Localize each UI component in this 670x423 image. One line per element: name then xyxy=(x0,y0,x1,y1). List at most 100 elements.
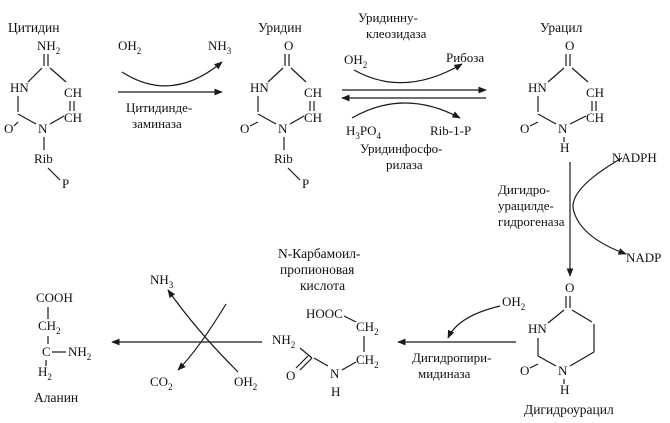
cofactor-curve-arrow xyxy=(167,289,239,373)
alanine-label: Аланин xyxy=(34,390,78,405)
bond xyxy=(571,67,589,83)
uridine-structure: Уридин O HN CH CH O N Rib P xyxy=(240,20,322,191)
water-in: OH2 xyxy=(502,294,525,312)
atom-ch: CH xyxy=(64,110,82,125)
bond xyxy=(537,113,557,125)
nadph-in: NADPH xyxy=(612,150,657,165)
bond xyxy=(569,351,595,367)
carbamoyl-label-2: пропионовая xyxy=(280,262,354,277)
bond xyxy=(27,67,43,83)
atom-o: O xyxy=(240,121,249,136)
atom-ch2: CH2 xyxy=(356,319,379,337)
phosphate: H3PO4 xyxy=(346,123,382,141)
bond xyxy=(547,309,565,324)
rib-1-p: Rib-1-P xyxy=(430,123,471,138)
bond xyxy=(343,315,357,323)
atom-h2: H2 xyxy=(38,364,52,382)
atom-o: O xyxy=(284,38,293,53)
enzyme-uridine-phosphorylase-2: рилаза xyxy=(386,157,423,172)
atom-ch: CH xyxy=(586,85,604,100)
uridine-cleavage-step: Уридинну- клеозидаза OH2 Рибоза H3PO4 Ri… xyxy=(341,10,487,172)
alanine-structure: COOH CH2 C NH2 H2 Аланин xyxy=(34,290,91,405)
bond xyxy=(287,167,301,181)
atom-hn: HN xyxy=(250,80,269,95)
atom-ch: CH xyxy=(304,85,322,100)
enzyme-dhp-1: Дигидропири- xyxy=(412,350,491,365)
enzyme-dhd-2: урацилде- xyxy=(498,198,554,213)
atom-o: O xyxy=(565,280,574,295)
bond xyxy=(13,121,19,127)
bond xyxy=(571,309,593,323)
atom-ch: CH xyxy=(304,110,322,125)
ammonia-out: NH3 xyxy=(150,272,174,290)
ammonia-out: NH3 xyxy=(208,38,232,56)
atom-o: O xyxy=(4,121,13,136)
ribose-out: Рибоза xyxy=(446,50,484,65)
atom-p: P xyxy=(62,176,69,191)
bond xyxy=(313,357,329,367)
bond xyxy=(49,67,67,83)
atom-p: P xyxy=(302,176,309,191)
cofactor-curve-arrow xyxy=(353,63,463,84)
bond xyxy=(47,167,61,181)
enzyme-dhd-3: гидрогеназа xyxy=(498,214,565,229)
uridine-label: Уридин xyxy=(258,20,302,35)
bond xyxy=(299,357,313,371)
bond xyxy=(17,113,37,125)
enzyme-dhp-2: мидиназа xyxy=(418,366,471,381)
atom-o: O xyxy=(286,368,295,383)
atom-o: O xyxy=(565,38,574,53)
bond xyxy=(289,115,305,125)
reduction-step: NADPH NADP Дигидро- урацилде- гидрогеназ… xyxy=(498,150,661,277)
dihydrouracil-structure: O HN O N H Дигидроурацил xyxy=(520,280,614,417)
bond xyxy=(341,361,357,371)
bond xyxy=(295,355,309,369)
atom-n: N xyxy=(330,366,340,381)
nadp-out: NADP xyxy=(626,250,661,265)
bond xyxy=(547,67,565,83)
hydrolysis-step: OH2 Дигидропири- мидиназа xyxy=(397,294,525,381)
water-in: OH2 xyxy=(234,374,257,392)
atom-ch: CH xyxy=(586,110,604,125)
bond xyxy=(529,121,539,127)
enzyme-dhd-1: Дигидро- xyxy=(498,182,550,197)
atom-hooc: HOOC xyxy=(306,306,343,321)
water-in: OH2 xyxy=(118,38,141,56)
atom-nh2: NH2 xyxy=(272,332,295,350)
atom-c: C xyxy=(42,344,51,359)
atom-o: O xyxy=(520,121,529,136)
enzyme-uridine-phosphorylase-1: Уридинфосфо- xyxy=(360,141,442,156)
atom-ch2: CH2 xyxy=(356,352,379,370)
cofactor-curve-arrow xyxy=(572,157,627,255)
atom-o: O xyxy=(520,363,529,378)
atom-h: H xyxy=(560,382,569,397)
bond xyxy=(299,347,313,359)
uracil-label: Урацил xyxy=(540,20,583,35)
bond xyxy=(249,121,259,127)
cofactor-curve-arrow xyxy=(177,303,227,371)
cofactor-curve-arrow xyxy=(447,305,501,339)
carbamoyl-label-3: кислота xyxy=(300,278,345,293)
water-in: OH2 xyxy=(344,52,367,70)
atom-cooh: COOH xyxy=(36,290,73,305)
enzyme-uridine-nucleosidase-2: клеозидаза xyxy=(366,26,427,41)
atom-hn: HN xyxy=(528,80,547,95)
atom-n: N xyxy=(278,121,288,136)
decarbamoylation-step: NH3 CO2 OH2 xyxy=(111,272,262,392)
bond xyxy=(267,67,284,83)
enzyme-cytidine-deaminase-2: заминаза xyxy=(132,116,182,131)
atom-rib: Rib xyxy=(274,151,293,166)
atom-ch: CH xyxy=(64,85,82,100)
atom-n: N xyxy=(558,121,568,136)
bond xyxy=(569,115,587,125)
bond xyxy=(49,115,65,125)
deamination-step: OH2 NH3 Цитидинде- заминаза xyxy=(118,38,232,131)
atom-h: H xyxy=(331,384,340,399)
bond xyxy=(529,363,539,369)
cofactor-curve-arrow xyxy=(351,102,461,119)
atom-n: N xyxy=(38,121,48,136)
bond xyxy=(537,355,557,367)
atom-ch2: CH2 xyxy=(38,318,61,336)
